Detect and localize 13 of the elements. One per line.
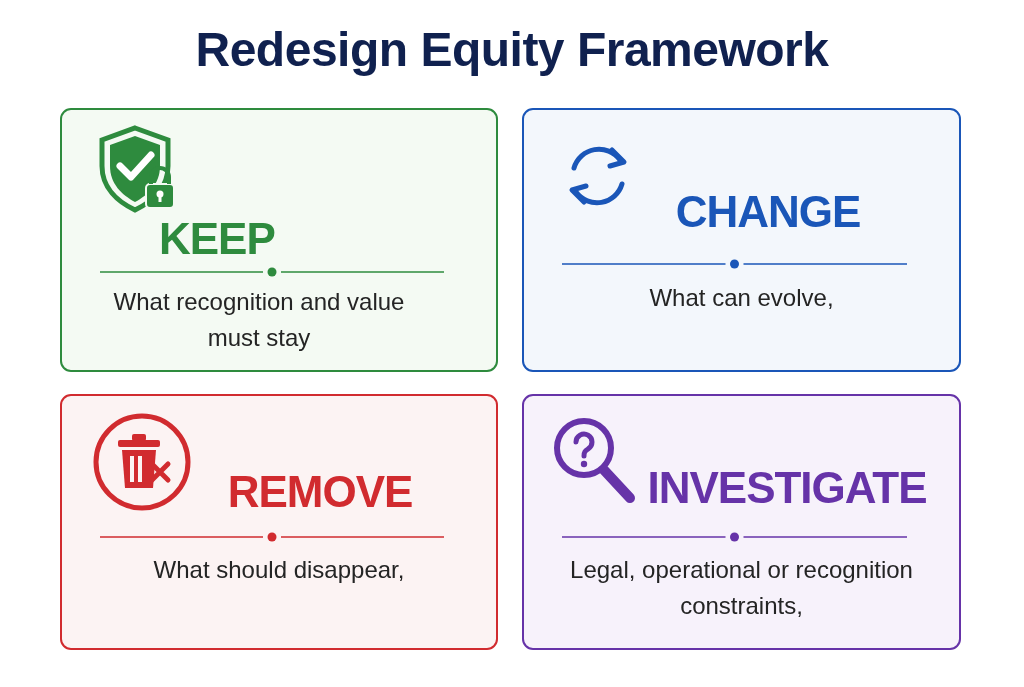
card-heading: REMOVE	[227, 470, 413, 514]
category-card	[60, 394, 498, 650]
card-description: What recognition and value must stay	[112, 287, 406, 353]
card-description: Legal, operational or recognition constraints,	[569, 555, 914, 621]
category-card	[522, 108, 961, 372]
category-card	[60, 108, 498, 372]
card-description: What can evolve,	[648, 283, 835, 313]
card-heading: CHANGE	[675, 190, 861, 234]
title: Redesign Equity Framework	[195, 22, 829, 77]
card-description: What should disappear,	[152, 555, 406, 585]
card-heading: INVESTIGATE	[647, 466, 927, 510]
card-heading: KEEP	[159, 217, 275, 261]
category-card	[522, 394, 961, 650]
